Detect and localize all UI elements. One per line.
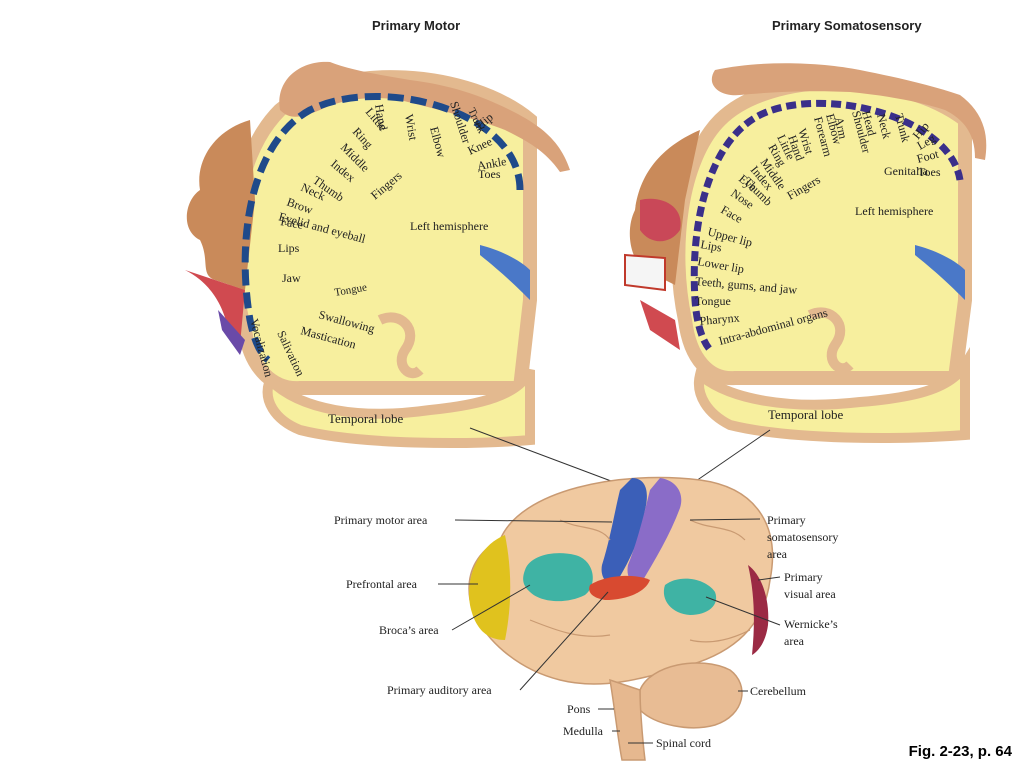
label-wernicke-1: Wernicke’s [784, 617, 838, 631]
sensory-title: Primary Somatosensory [772, 18, 922, 33]
motor-label-8: Toes [478, 167, 501, 181]
label-visual-2: visual area [784, 587, 836, 601]
label-somato-1: Primary [767, 513, 806, 527]
motor-label-7: Ankle [476, 154, 507, 173]
cerebellum-shape [639, 662, 743, 729]
label-somato-3: area [767, 547, 788, 561]
connector-motor [469, 427, 636, 491]
label-primary-motor: Primary motor area [334, 513, 428, 527]
label-medulla: Medulla [563, 724, 604, 738]
sensory-hemisphere [624, 63, 987, 443]
label-spinal: Spinal cord [656, 736, 711, 750]
label-wernicke-2: area [784, 634, 805, 648]
figure-caption: Fig. 2-23, p. 64 [908, 743, 1012, 760]
label-prefrontal: Prefrontal area [346, 577, 418, 591]
motor-face-figure [186, 120, 255, 290]
somatosensory-region [627, 478, 682, 585]
sensory-label-2: Foot [915, 147, 941, 166]
sensory-label-4: Genitalia [884, 164, 929, 178]
broca-region [523, 553, 593, 602]
whole-brain [468, 476, 774, 761]
brainstem-shape [609, 678, 646, 761]
motor-label-18: Lips [278, 241, 300, 255]
label-broca: Broca’s area [379, 623, 439, 637]
motor-label-20: Tongue [333, 281, 368, 299]
motor-hemisphere [185, 61, 570, 448]
sensory-label-7: Head [859, 109, 879, 137]
sensory-label-31: Temporal lobe [768, 407, 843, 422]
wernicke-region [663, 578, 717, 615]
label-auditory: Primary auditory area [387, 683, 492, 697]
auditory-region [589, 575, 650, 600]
label-cerebellum: Cerebellum [750, 684, 807, 698]
motor-title: Primary Motor [372, 18, 461, 33]
label-visual-1: Primary [784, 570, 823, 584]
motor-label-0: Hand [372, 103, 390, 131]
sensory-label-27: Pharynx [699, 311, 740, 328]
motor-label-19: Jaw [282, 271, 301, 285]
motor-label-27: Temporal lobe [328, 411, 403, 426]
label-pons: Pons [567, 702, 591, 716]
brain-labels: Primary motor area Prefrontal area Broca… [334, 513, 838, 750]
label-somato-2: somatosensory [767, 530, 838, 544]
sensory-label-6: Neck [874, 112, 894, 140]
motor-region [601, 478, 647, 585]
sensory-label-3: Toes [918, 165, 941, 179]
sensory-label-30: Left hemisphere [855, 204, 933, 218]
motor-homunculus-body [279, 61, 570, 172]
sensory-homunculus-body [711, 63, 987, 160]
motor-label-1: Wrist [402, 113, 420, 142]
sensory-label-9: Arm [832, 116, 850, 141]
motor-label-17: Face [279, 214, 304, 232]
leader-lines [438, 518, 781, 744]
prefrontal-region [469, 535, 511, 640]
sensory-label-23: Lips [699, 237, 723, 255]
visual-region [748, 565, 769, 655]
motor-label-26: Left hemisphere [410, 219, 488, 233]
sensory-label-26: Tongue [695, 294, 731, 308]
